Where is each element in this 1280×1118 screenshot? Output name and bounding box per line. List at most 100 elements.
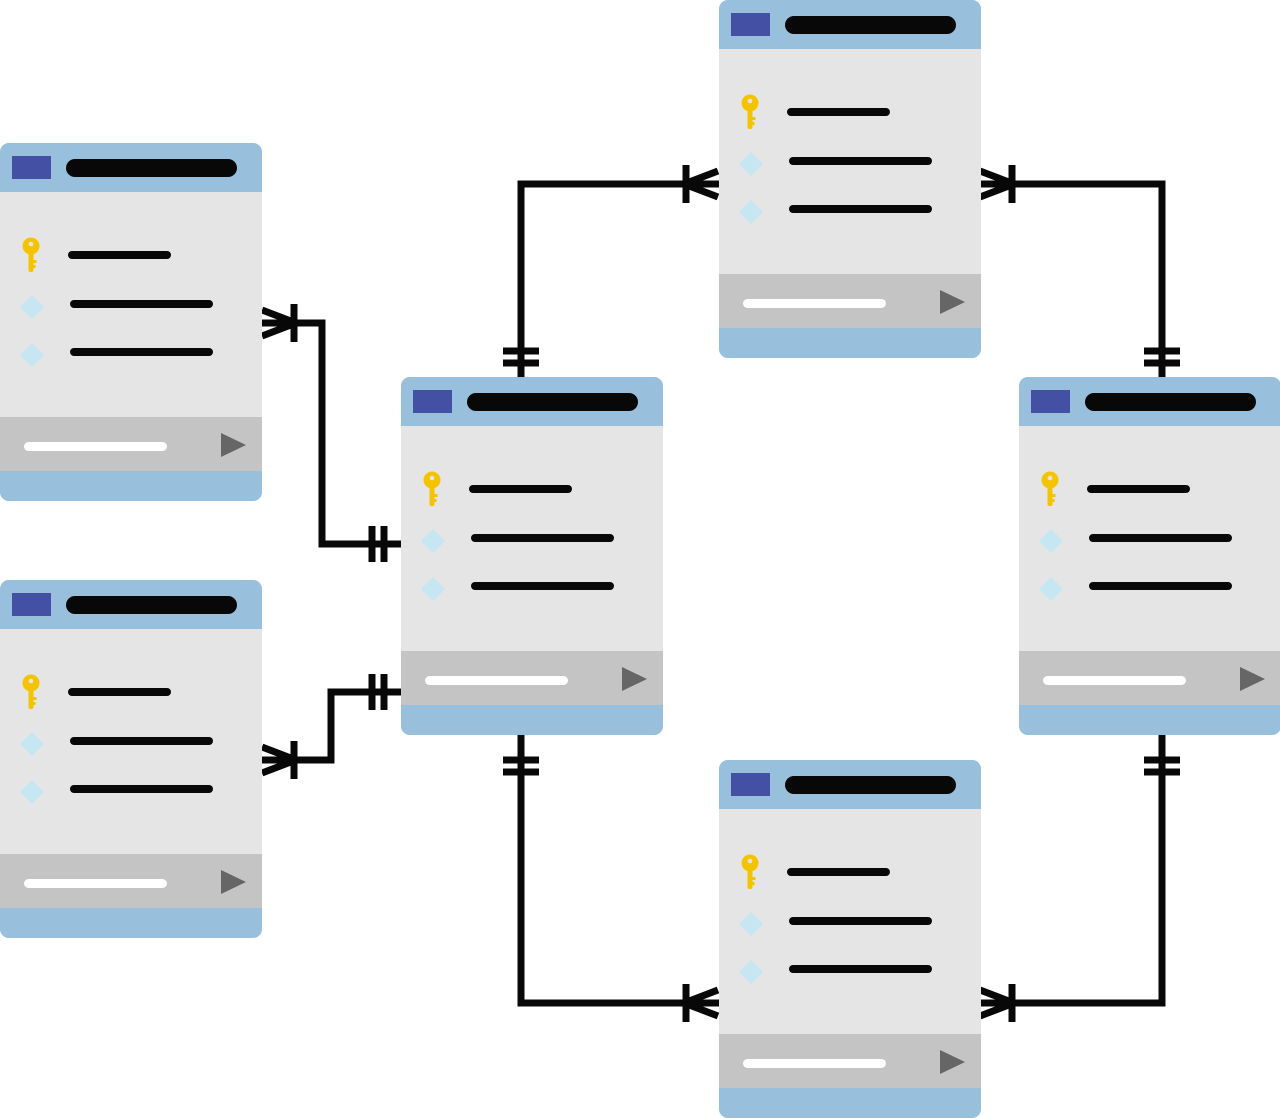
footer-input-bar[interactable] — [743, 299, 886, 308]
primary-key-row[interactable] — [0, 670, 262, 710]
play-icon[interactable] — [940, 290, 965, 314]
table-title-bar — [66, 596, 237, 614]
table-fields — [719, 809, 981, 1034]
primary-key-row[interactable] — [719, 850, 981, 890]
rel-center-bottom — [517, 735, 719, 1007]
rel-center-bottom-many-foot-a — [682, 986, 720, 1007]
table-fields — [401, 426, 663, 651]
field-name-bar — [1089, 534, 1232, 542]
field-name-bar — [68, 688, 171, 696]
bottom-left-table[interactable] — [0, 580, 262, 938]
diamond-icon — [20, 287, 46, 327]
field-name-bar — [469, 485, 572, 493]
top-right-table[interactable] — [719, 0, 981, 358]
rel-center-topright — [517, 180, 719, 377]
primary-key-row[interactable] — [719, 90, 981, 130]
rel-right-bottom — [979, 735, 1166, 1007]
table-footer — [0, 854, 262, 908]
field-name-bar — [70, 300, 213, 308]
field-row[interactable] — [719, 140, 981, 180]
field-row[interactable] — [401, 517, 663, 557]
table-fields — [719, 49, 981, 274]
table-header — [1019, 377, 1280, 426]
field-name-bar — [789, 157, 932, 165]
rel-right-bottom-many-foot-a — [978, 986, 1016, 1007]
rel-center-bottomleft-many-foot-b — [260, 756, 298, 777]
footer-input-bar[interactable] — [1043, 676, 1186, 685]
table-footer — [401, 651, 663, 705]
rel-center-bottom-many-foot-b — [682, 999, 720, 1020]
field-row[interactable] — [401, 565, 663, 605]
rel-right-bottom-many-foot-b — [978, 999, 1016, 1020]
field-row[interactable] — [0, 768, 262, 808]
bottom-table[interactable] — [719, 760, 981, 1118]
table-footer — [1019, 651, 1280, 705]
rel-center-topright-many-foot-b — [682, 180, 720, 201]
field-name-bar — [787, 108, 890, 116]
field-row[interactable] — [0, 331, 262, 371]
play-icon[interactable] — [940, 1050, 965, 1074]
primary-key-row[interactable] — [0, 233, 262, 273]
top-left-table[interactable] — [0, 143, 262, 501]
table-bottom-band — [0, 908, 262, 938]
diamond-icon — [20, 335, 46, 375]
rel-right-topright-many-foot-a — [978, 167, 1016, 188]
field-row[interactable] — [0, 283, 262, 323]
field-row[interactable] — [1019, 517, 1280, 557]
field-name-bar — [70, 737, 213, 745]
table-fields — [1019, 426, 1280, 651]
play-icon[interactable] — [221, 870, 246, 894]
diamond-icon — [739, 144, 765, 184]
field-row[interactable] — [0, 720, 262, 760]
rel-right-topright — [979, 180, 1166, 377]
footer-input-bar[interactable] — [425, 676, 568, 685]
key-icon — [1039, 471, 1065, 511]
table-bottom-band — [1019, 705, 1280, 735]
key-icon — [421, 471, 447, 511]
field-row[interactable] — [719, 900, 981, 940]
diamond-icon — [421, 521, 447, 561]
field-name-bar — [1087, 485, 1190, 493]
rel-center-topright-many-foot-a — [682, 167, 720, 188]
primary-key-row[interactable] — [1019, 467, 1280, 507]
table-color-tag — [731, 773, 770, 796]
play-icon[interactable] — [1240, 667, 1265, 691]
table-header — [0, 143, 262, 192]
play-icon[interactable] — [221, 433, 246, 457]
right-table[interactable] — [1019, 377, 1280, 735]
footer-input-bar[interactable] — [743, 1059, 886, 1068]
key-icon — [20, 237, 46, 277]
field-name-bar — [471, 534, 614, 542]
footer-input-bar[interactable] — [24, 442, 167, 451]
rel-center-bottomleft — [261, 688, 401, 764]
table-title-bar — [785, 16, 956, 34]
field-name-bar — [789, 917, 932, 925]
table-title-bar — [66, 159, 237, 177]
field-name-bar — [789, 205, 932, 213]
diamond-icon — [421, 569, 447, 609]
table-title-bar — [785, 776, 956, 794]
table-color-tag — [12, 593, 51, 616]
diamond-icon — [20, 772, 46, 812]
field-row[interactable] — [719, 188, 981, 228]
center-table[interactable] — [401, 377, 663, 735]
key-icon — [739, 854, 765, 894]
primary-key-row[interactable] — [401, 467, 663, 507]
field-row[interactable] — [1019, 565, 1280, 605]
field-name-bar — [70, 348, 213, 356]
footer-input-bar[interactable] — [24, 879, 167, 888]
table-footer — [0, 417, 262, 471]
rel-right-topright-many-foot-b — [978, 180, 1016, 201]
field-name-bar — [1089, 582, 1232, 590]
diamond-icon — [20, 724, 46, 764]
table-bottom-band — [401, 705, 663, 735]
table-color-tag — [1031, 390, 1070, 413]
field-row[interactable] — [719, 948, 981, 988]
field-name-bar — [787, 868, 890, 876]
diamond-icon — [1039, 569, 1065, 609]
play-icon[interactable] — [622, 667, 647, 691]
field-name-bar — [789, 965, 932, 973]
table-color-tag — [731, 13, 770, 36]
field-name-bar — [68, 251, 171, 259]
